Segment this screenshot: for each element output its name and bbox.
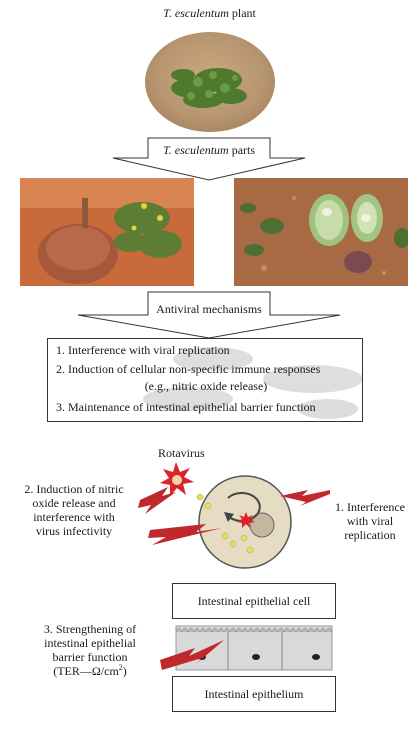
mechanism-3: 3. Maintenance of intestinal epithelial … (56, 400, 316, 414)
barrier-note: 3. Strengthening of intestinal epithelia… (43, 622, 137, 678)
mechanism-1: 1. Interference with viral replication (56, 343, 230, 357)
cell-label-box: Intestinal epithelial cell (172, 583, 336, 619)
right-note: 1. Interference with viral replication (335, 500, 405, 542)
mechanism-2: 2. Induction of cellular non-specific im… (56, 362, 321, 376)
rotavirus-icon (160, 462, 194, 496)
parts-label: T. esculentum parts (162, 143, 256, 157)
epithelium-label-box: Intestinal epithelium (172, 676, 336, 712)
rotavirus-label: Rotavirus (158, 446, 205, 460)
mechanisms-label: Antiviral mechanisms (156, 302, 262, 316)
plant-title: T. esculentum plant (163, 6, 256, 20)
tuber-photo (20, 178, 194, 286)
virus-background (143, 347, 362, 419)
left-note: 2. Induction of nitric oxide release and… (24, 482, 124, 538)
mechanism-2-example: (e.g., nitric oxide release) (144, 379, 268, 393)
seed-pod-photo (234, 178, 408, 286)
mechanisms-box: 1. Interference with viral replication 2… (47, 338, 363, 422)
plant-photo (145, 32, 275, 132)
